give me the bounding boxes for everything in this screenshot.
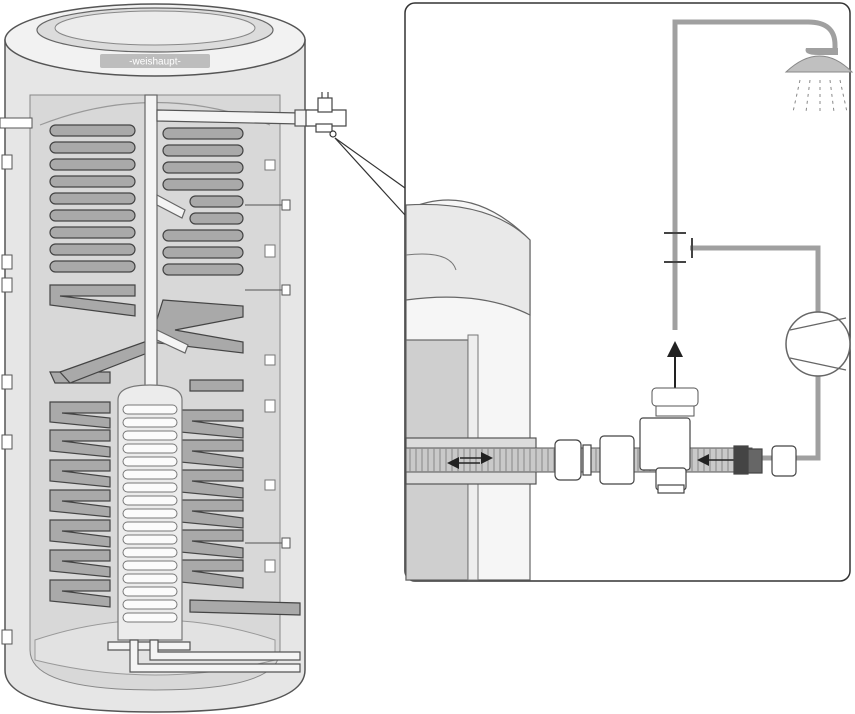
- brand-label: -weishaupt-: [129, 57, 181, 68]
- storage-tank: -weishaupt-: [0, 3, 347, 713]
- pipe-couplings: [554, 417, 797, 494]
- tank-top-rim: [54, 10, 256, 46]
- circulation-pump-icon: [785, 311, 851, 377]
- lower-heating-coil-left: [49, 401, 111, 608]
- coil-diagonal-section: [49, 284, 244, 384]
- shower-head-icon: [672, 19, 854, 330]
- upper-heating-coil: [49, 124, 136, 273]
- zoom-callout-lines: [329, 130, 406, 216]
- branch-tee: [664, 232, 693, 263]
- detail-tank-rim: [405, 203, 531, 316]
- upper-heating-coil-right: [162, 127, 244, 276]
- lower-heating-coil-right: [179, 379, 244, 589]
- brand-plate: [100, 54, 210, 68]
- tee-fitting: [305, 92, 347, 133]
- outlet-fitting: [651, 387, 699, 417]
- detail-panel: [404, 2, 854, 582]
- bottom-return-pipe: [189, 599, 301, 616]
- right-wall-brackets: [264, 159, 276, 573]
- sensor-sleeves: [245, 199, 291, 549]
- left-wall-brackets: [0, 117, 33, 645]
- heat-exchanger-bundle: [117, 384, 183, 641]
- bottom-inlet-pipes: [107, 639, 301, 673]
